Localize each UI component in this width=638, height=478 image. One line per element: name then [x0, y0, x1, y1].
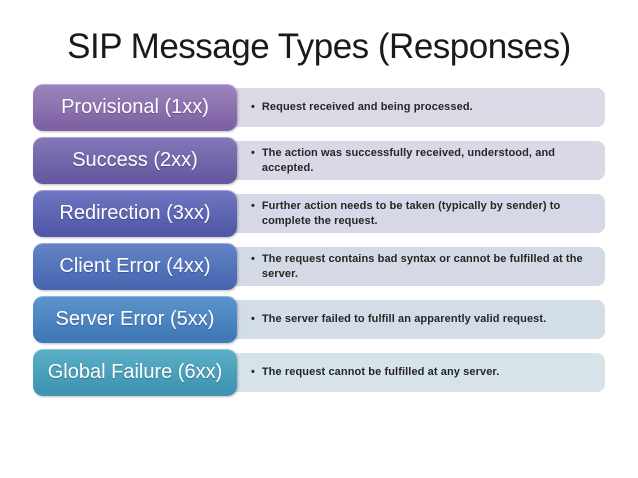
- category-label: Client Error (4xx): [59, 255, 211, 277]
- description-panel: • The action was successfully received, …: [227, 141, 605, 180]
- category-label: Redirection (3xx): [59, 202, 211, 224]
- bullet-icon: •: [251, 252, 255, 265]
- bullet-icon: •: [251, 146, 255, 159]
- description-text: The request cannot be fulfilled at any s…: [261, 366, 500, 379]
- category-label: Server Error (5xx): [55, 308, 215, 330]
- category-box: Server Error (5xx): [33, 296, 237, 343]
- bullet-icon: •: [251, 366, 255, 379]
- bullet-icon: •: [251, 101, 255, 114]
- row-provisional: Provisional (1xx) • Request received and…: [33, 84, 605, 131]
- description-text: Further action needs to be taken (typica…: [261, 199, 561, 227]
- description-panel: • The server failed to fulfill an appare…: [227, 300, 605, 339]
- row-success: Success (2xx) • The action was successfu…: [33, 137, 605, 184]
- smartart-list: Provisional (1xx) • Request received and…: [33, 84, 605, 396]
- description-panel: • Request received and being processed.: [227, 88, 605, 127]
- row-client-error: Client Error (4xx) • The request contain…: [33, 243, 605, 290]
- slide-title: SIP Message Types (Responses): [67, 27, 571, 66]
- description-text: The request contains bad syntax or canno…: [261, 252, 583, 280]
- row-global-failure: Global Failure (6xx) • The request canno…: [33, 349, 605, 396]
- bullet-icon: •: [251, 313, 255, 326]
- category-box: Redirection (3xx): [33, 190, 237, 237]
- category-box: Client Error (4xx): [33, 243, 237, 290]
- description-panel: • The request cannot be fulfilled at any…: [227, 353, 605, 392]
- description-text: The action was successfully received, un…: [261, 146, 556, 174]
- category-box: Provisional (1xx): [33, 84, 237, 131]
- row-server-error: Server Error (5xx) • The server failed t…: [33, 296, 605, 343]
- description-text: The server failed to fulfill an apparent…: [261, 313, 547, 326]
- category-box: Global Failure (6xx): [33, 349, 237, 396]
- category-label: Provisional (1xx): [61, 96, 209, 118]
- row-redirection: Redirection (3xx) • Further action needs…: [33, 190, 605, 237]
- description-text: Request received and being processed.: [261, 101, 473, 114]
- bullet-icon: •: [251, 199, 255, 212]
- category-label: Global Failure (6xx): [47, 361, 223, 383]
- category-box: Success (2xx): [33, 137, 237, 184]
- description-panel: • The request contains bad syntax or can…: [227, 247, 605, 286]
- description-panel: • Further action needs to be taken (typi…: [227, 194, 605, 233]
- category-label: Success (2xx): [72, 149, 198, 171]
